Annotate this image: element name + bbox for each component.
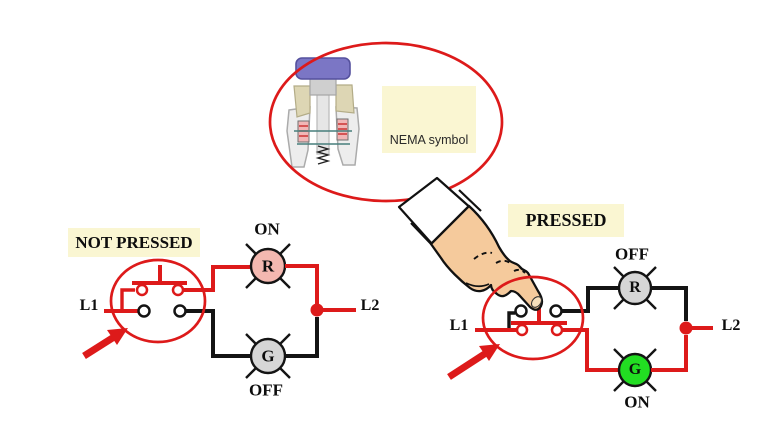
hand-shape [429, 204, 544, 311]
right-pointer-arrow [447, 344, 500, 380]
pushbutton-cutaway-illustration [286, 57, 360, 168]
right-junction-dot [679, 321, 693, 335]
left-switch-ellipse [109, 258, 207, 344]
right-red-lamp-letter: R [629, 279, 641, 296]
left-l2-label: L2 [360, 297, 380, 314]
nema-symbol-box [382, 86, 476, 153]
button-cap [295, 57, 351, 80]
right-switch-ellipse [481, 275, 585, 361]
knuckle-lines [473, 251, 526, 274]
left-junction-dot [310, 303, 324, 317]
overview-ellipse [268, 41, 504, 203]
spring [315, 145, 331, 165]
hand-pressing [397, 176, 544, 311]
right-on-label: ON [624, 392, 650, 412]
left-pointer-arrow [82, 328, 128, 359]
left-circuit [82, 243, 356, 379]
nema-symbol-label: NEMA symbol [389, 133, 469, 147]
right-green-lamp-letter: G [628, 361, 642, 378]
left-red-lamp [245, 243, 291, 289]
right-l2-label: L2 [721, 317, 741, 334]
left-on-label: ON [254, 219, 280, 239]
left-l1-label: L1 [79, 297, 99, 314]
pressed-label: PRESSED [508, 204, 624, 237]
left-green-lamp-letter: G [261, 346, 275, 366]
right-l1-label: L1 [449, 317, 469, 334]
fingernail [530, 296, 543, 308]
right-off-label: OFF [615, 244, 649, 264]
left-red-lamp-letter: R [261, 256, 275, 276]
right-circuit [397, 176, 713, 392]
left-green-lamp [245, 333, 291, 379]
left-off-label: OFF [249, 380, 283, 400]
not-pressed-label: NOT PRESSED [68, 228, 200, 257]
